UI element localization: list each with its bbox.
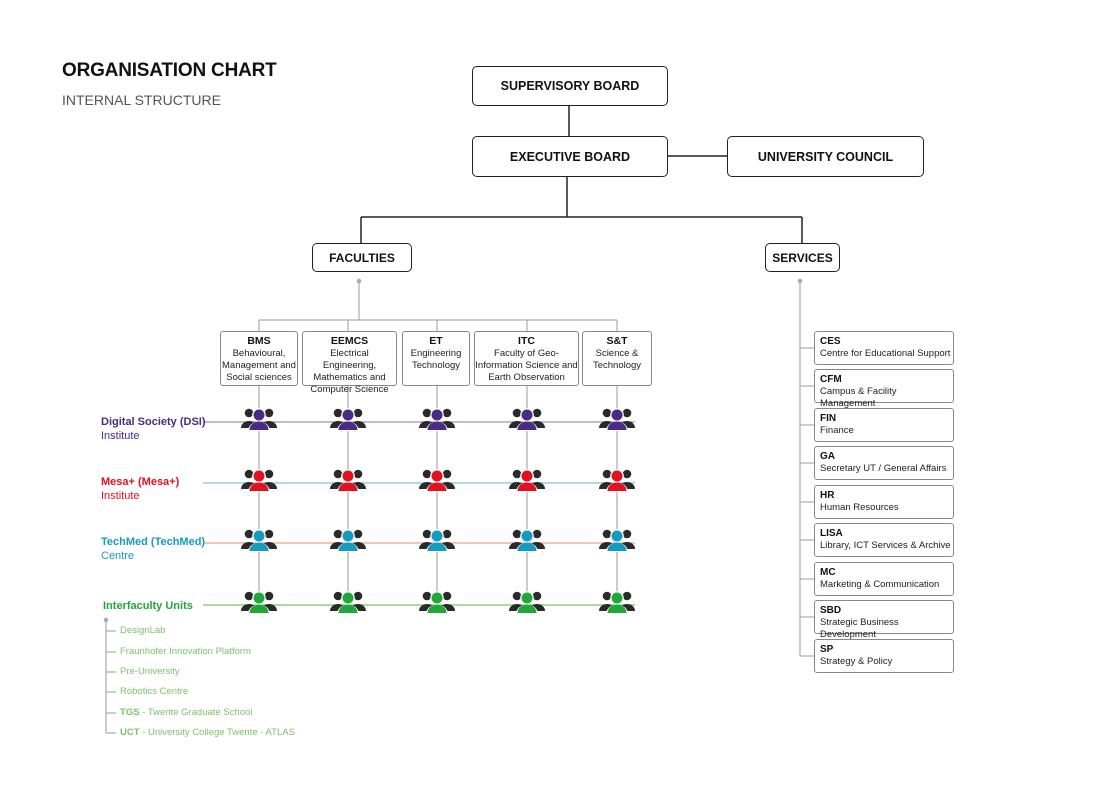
- faculty-box-eemcs: EEMCS Electrical Engineering, Mathematic…: [302, 331, 397, 395]
- institute-name: TechMed (TechMed): [101, 536, 206, 548]
- page-title: ORGANISATION CHART: [62, 60, 277, 81]
- page-subtitle: INTERNAL STRUCTURE: [62, 92, 221, 108]
- people-group-icon: [509, 591, 545, 614]
- institute-mesa: Mesa+ (Mesa+) Institute: [101, 475, 179, 503]
- faculty-name: Science & Technology: [592, 348, 642, 371]
- institute-dsi: Digital Society (DSI) Institute: [101, 415, 206, 443]
- faculty-code: ITC: [518, 335, 535, 347]
- people-group-icon: [330, 408, 366, 431]
- faculty-name: Electrical Engineering, Mathematics and …: [310, 348, 389, 395]
- university-council-box: UNIVERSITY COUNCIL: [727, 136, 924, 177]
- people-group-icon: [599, 469, 635, 492]
- people-group-icon: [419, 591, 455, 614]
- people-group-icon: [509, 529, 545, 552]
- faculty-box-st: S&T Science & Technology: [582, 331, 652, 386]
- people-group-icon: [330, 469, 366, 492]
- people-group-icon: [419, 408, 455, 431]
- institute-name: Digital Society (DSI): [101, 416, 206, 428]
- service-ticks: [800, 347, 814, 657]
- faculty-code: ET: [429, 335, 443, 347]
- institute-name: Mesa+ (Mesa+): [101, 476, 180, 488]
- interfaculty-units-heading: Interfaculty Units: [103, 599, 193, 613]
- services-box: SERVICES: [765, 243, 840, 272]
- faculty-name: Faculty of Geo-Information Science and E…: [475, 348, 578, 383]
- institute-type: Centre: [101, 550, 135, 562]
- unit-pre-university: Pre-University: [120, 666, 180, 677]
- institute-techmed: TechMed (TechMed) Centre: [101, 535, 205, 563]
- faculty-box-bms: BMS Behavioural, Management and Social s…: [220, 331, 298, 386]
- people-group-icon: [599, 408, 635, 431]
- people-group-icon: [599, 529, 635, 552]
- unit-fraunhofer: Fraunhofer Innovation Platform: [120, 646, 251, 657]
- people-group-icon: [330, 529, 366, 552]
- people-group-icon: [509, 408, 545, 431]
- institute-type: Institute: [101, 430, 140, 442]
- unit-robotics: Robotics Centre: [120, 686, 189, 697]
- people-group-icon: [241, 408, 277, 431]
- people-icons: [241, 408, 635, 614]
- faculties-box: FACULTIES: [312, 243, 412, 272]
- faculty-name: Behavioural, Management and Social scien…: [222, 348, 296, 383]
- supervisory-board-box: SUPERVISORY BOARD: [472, 66, 668, 106]
- people-group-icon: [509, 469, 545, 492]
- unit-ticks: [106, 630, 116, 734]
- executive-board-box: EXECUTIVE BOARD: [472, 136, 668, 177]
- faculty-box-et: ET Engineering Technology: [402, 331, 470, 386]
- faculty-box-itc: ITC Faculty of Geo-Information Science a…: [474, 331, 579, 386]
- unit-tgs: TGS - Twente Graduate School: [120, 707, 253, 718]
- people-group-icon: [599, 591, 635, 614]
- unit-designlab: DesignLab: [120, 625, 166, 636]
- unit-uct: UCT - University College Twente - ATLAS: [120, 727, 295, 738]
- people-group-icon: [330, 591, 366, 614]
- faculty-name: Engineering Technology: [410, 348, 462, 371]
- people-group-icon: [419, 529, 455, 552]
- institute-type: Institute: [101, 490, 140, 502]
- institute-name: Interfaculty Units: [103, 600, 193, 612]
- faculty-code: BMS: [247, 335, 271, 347]
- people-group-icon: [241, 529, 277, 552]
- people-group-icon: [241, 469, 277, 492]
- matrix-grid: [203, 386, 635, 606]
- faculty-code: S&T: [606, 335, 628, 347]
- faculty-code: EEMCS: [330, 335, 369, 347]
- people-group-icon: [241, 591, 277, 614]
- people-group-icon: [419, 469, 455, 492]
